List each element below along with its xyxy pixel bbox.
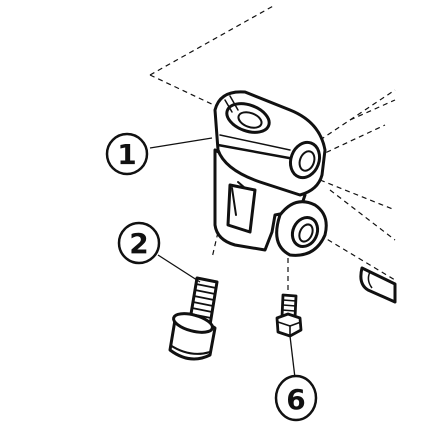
leader-lines — [149, 137, 296, 379]
callout-2: 2 — [117, 221, 161, 265]
callout-6: 6 — [274, 374, 318, 422]
callout-label-2: 2 — [129, 227, 148, 260]
pin-icon — [359, 266, 397, 304]
clamp-block-icon — [213, 90, 328, 257]
callout-label-6: 6 — [286, 383, 305, 416]
callout-circle — [274, 374, 318, 422]
callout-label-1: 1 — [117, 138, 136, 171]
callout-circle — [105, 132, 149, 176]
callout-1: 1 — [105, 132, 149, 176]
socket-cap-screw-icon — [168, 276, 219, 361]
callout-circle — [117, 221, 161, 265]
hex-screw-icon — [275, 293, 303, 338]
